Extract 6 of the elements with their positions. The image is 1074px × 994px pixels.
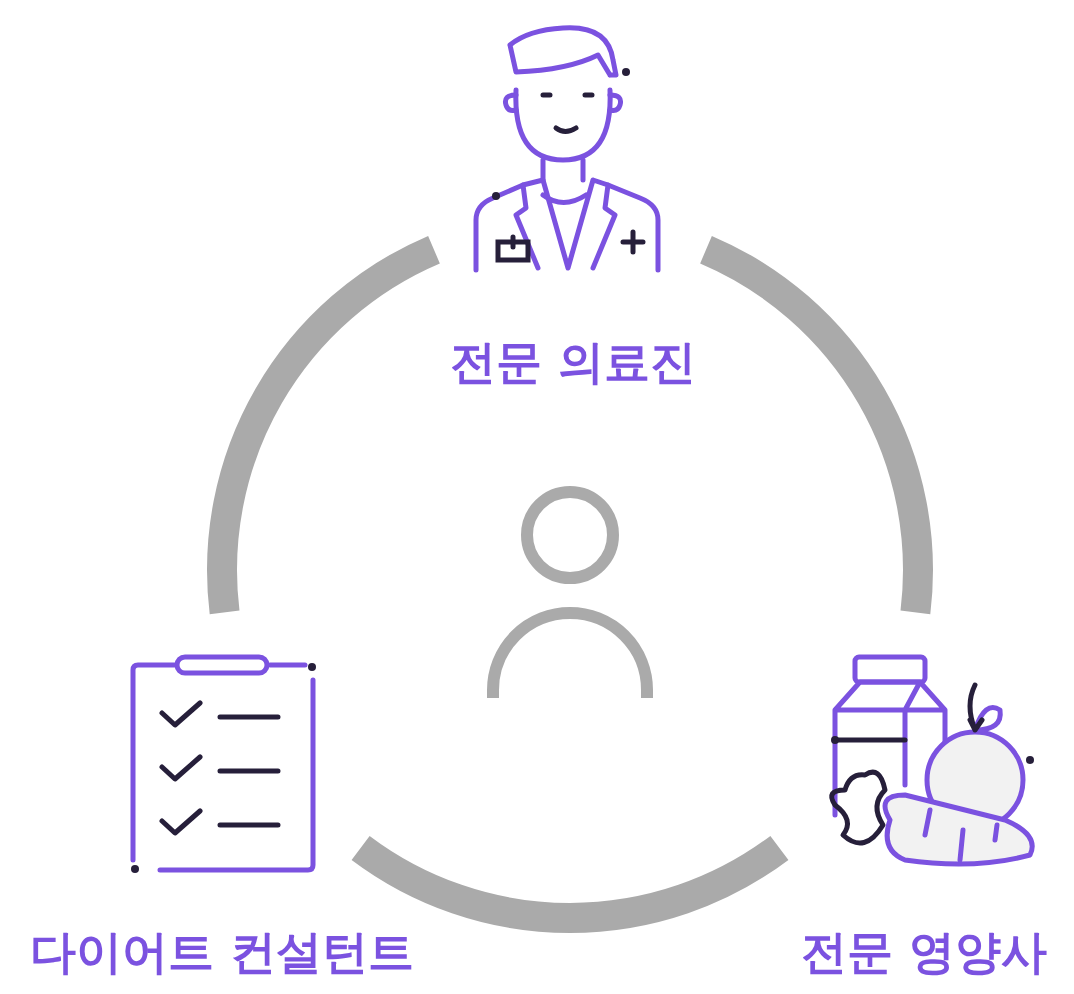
arc-connector [352, 835, 788, 933]
arc-connector [207, 236, 441, 614]
role-label: 다이어트 컨설턴트 [29, 925, 416, 981]
role-label: 전문 의료진 [449, 335, 697, 391]
arc-connector [699, 236, 933, 614]
role-label: 전문 영양사 [800, 925, 1049, 981]
